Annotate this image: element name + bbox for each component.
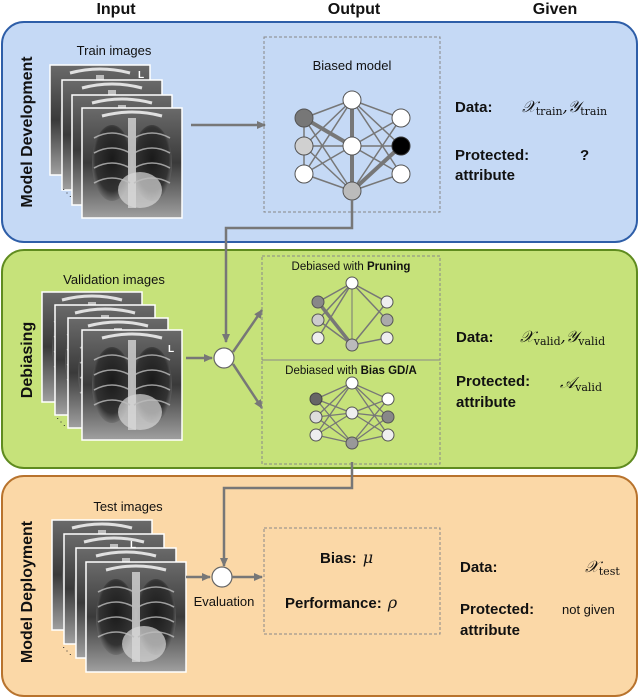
dev-data-label: Data: <box>455 99 493 116</box>
evaluation-label: Evaluation <box>194 594 255 609</box>
metrics-box <box>263 527 441 635</box>
debias-protected-label: Protected: <box>456 373 530 390</box>
xray-marker: L <box>138 70 144 81</box>
development-title: Model Development <box>19 56 36 208</box>
deploy-data-label: Data: <box>460 559 498 576</box>
debias-data-label: Data: <box>456 329 494 346</box>
debiasing-title: Debiasing <box>19 322 36 398</box>
svg-text:⋱: ⋱ <box>62 188 72 199</box>
biasgda-label: Debiased with Bias GD/A <box>285 365 417 377</box>
svg-text:⋱: ⋱ <box>56 417 66 428</box>
bias-metric: Bias:μ <box>320 548 373 567</box>
header-input: Input <box>96 1 136 18</box>
evaluation-node <box>211 566 233 588</box>
xray-marker: L <box>168 344 174 355</box>
dev-protected-label: Protected: <box>455 147 529 164</box>
arrow-to-pruning <box>231 309 264 353</box>
train-image-stack: L ⋱ <box>48 63 184 220</box>
biased-model-label: Biased model <box>313 58 392 73</box>
pruning-box <box>261 255 441 361</box>
dev-protected-value: ? <box>580 147 589 164</box>
performance-metric: Performance:ρ <box>285 593 398 612</box>
debias-protected-symbol: 𝒜valid <box>560 373 602 394</box>
arrow-to-biasgda <box>231 363 264 409</box>
biasgda-network <box>309 376 395 450</box>
header-given: Given <box>533 1 577 18</box>
deploy-attribute-label: attribute <box>460 622 520 639</box>
test-images-label: Test images <box>93 499 163 514</box>
deploy-protected-value: not given <box>562 602 615 617</box>
validation-image-stack: L ⋱ <box>40 290 184 442</box>
pruning-label: Debiased with Pruning <box>292 261 411 273</box>
biased-network <box>294 90 411 201</box>
validation-images-label: Validation images <box>63 272 165 287</box>
deploy-protected-label: Protected: <box>460 601 534 618</box>
test-image-stack: L ⋱ <box>50 518 188 674</box>
pruned-network <box>311 276 394 352</box>
arrow-debias-to-eval <box>220 462 354 567</box>
deployment-title: Model Deployment <box>19 520 36 663</box>
header-output: Output <box>328 1 381 18</box>
train-images-label: Train images <box>77 43 152 58</box>
xray-marker: L <box>130 540 136 551</box>
svg-text:⋱: ⋱ <box>62 646 72 657</box>
merge-node <box>213 347 235 369</box>
dev-attribute-label: attribute <box>455 167 515 184</box>
arrow-model-to-debias <box>222 200 354 343</box>
debias-attribute-label: attribute <box>456 394 516 411</box>
biased-model-box <box>263 36 441 213</box>
